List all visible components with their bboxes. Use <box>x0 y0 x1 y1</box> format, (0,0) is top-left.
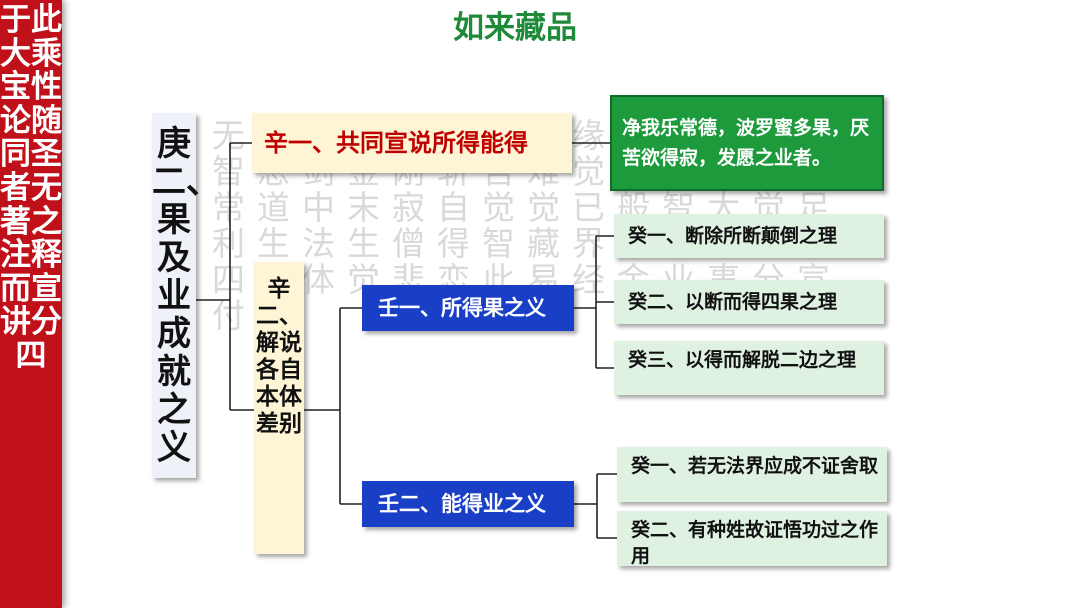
root-node: 庚二、果及业成就之义 <box>152 113 220 478</box>
leaf-node-gui4: 癸一、若无法界应成不证舍取 <box>617 447 887 502</box>
sidebar-title: 于此大乘宝性论随同圣者无著之注释而宣讲分四 <box>0 2 62 374</box>
sub-node-ren2: 壬二、能得业之义 <box>362 481 574 527</box>
verse-note-box: 净我乐常德，波罗蜜多果，厌苦欲得寂，发愿之业者。 <box>610 95 884 191</box>
leaf-node-gui5: 癸二、有种姓故证悟功过之作用 <box>617 511 887 567</box>
page-title: 如来藏品 <box>453 10 577 46</box>
leaf-node-gui1: 癸一、断除所断颠倒之理 <box>614 214 884 258</box>
leaf-node-gui2: 癸二、以断而得四果之理 <box>614 280 884 324</box>
sidebar-banner: 于此大乘宝性论随同圣者无著之注释而宣讲分四 <box>0 0 62 608</box>
branch-node-xin2: 辛二、解说各自本体差别 <box>254 262 304 554</box>
leaf-node-gui3: 癸三、以得而解脱二边之理 <box>614 341 884 395</box>
sub-node-ren1: 壬一、所得果之义 <box>362 285 574 331</box>
branch-node-xin1: 辛一、共同宣说所得能得 <box>252 113 572 173</box>
